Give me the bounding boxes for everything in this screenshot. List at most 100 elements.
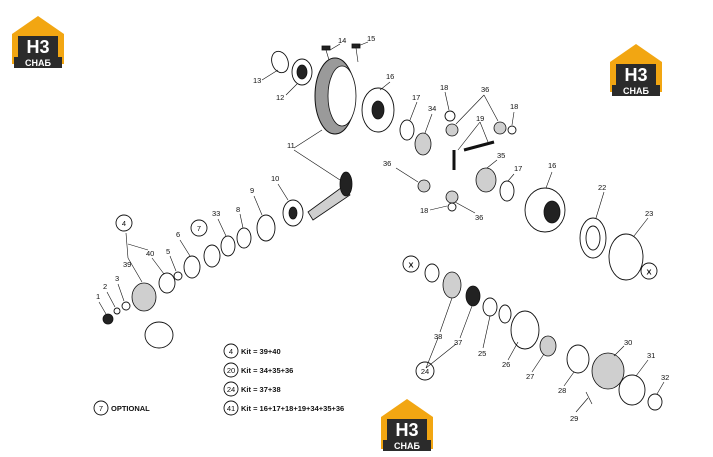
callout-32: 32 [661, 373, 669, 382]
callout-35: 35 [497, 151, 505, 160]
legend-kit-number: 4 [229, 347, 233, 356]
callout-16-lower: 16 [548, 161, 556, 170]
part-29-pin [585, 391, 593, 405]
part-36-pinion-a [445, 123, 459, 137]
part-5-seal [173, 271, 183, 281]
leader-lines [98, 41, 665, 413]
callout-18-c: 18 [420, 206, 428, 215]
logo-letter-panel [387, 419, 427, 441]
logo-subtitle: CHAБ [25, 58, 51, 68]
leader-2 [106, 291, 116, 308]
legend-kit-circle [223, 381, 239, 397]
callout-18-b: 18 [510, 102, 518, 111]
logo-subtitle: CHAБ [394, 441, 420, 451]
leader-40 [151, 257, 165, 275]
part-19-spider-shaft-b [463, 140, 495, 152]
leader-16-upper [379, 81, 391, 91]
leader-25 [482, 315, 491, 349]
logo-letters: H3 [624, 65, 647, 85]
callout-16-upper: 16 [386, 72, 394, 81]
logo-bottom-center: H3 CHAБ [381, 399, 433, 451]
part-36-pinion-d [445, 190, 459, 204]
leader-17-upper [409, 101, 418, 121]
part-18-washer-a [444, 110, 456, 122]
logo-top-right: H3 CHAБ [610, 44, 662, 96]
part-25-ring [482, 297, 498, 317]
callout-2: 2 [103, 282, 107, 291]
leader-16-lower [545, 171, 553, 189]
leader-3 [117, 283, 125, 302]
legend-optional-text: OPTIONAL [111, 404, 150, 413]
part-1-nut [102, 313, 114, 325]
callout-36-a: 36 [481, 85, 489, 94]
callout-circle-24 [415, 361, 435, 381]
part-16-carrier-upper [361, 87, 395, 133]
leader-18-a [444, 91, 450, 111]
part-10-bearing [282, 199, 304, 227]
leader-5 [169, 255, 177, 272]
callout-33: 33 [212, 209, 220, 218]
callout-14: 14 [338, 36, 346, 45]
leader-36-b [483, 94, 499, 122]
leader-23 [633, 217, 649, 237]
callout-11: 11 [287, 141, 295, 150]
callout-31: 31 [647, 351, 655, 360]
logo-letters: H3 [26, 37, 49, 57]
part-pinion-head [339, 171, 353, 197]
callout-3: 3 [115, 274, 119, 283]
part-16-carrier-upper-bore [371, 100, 385, 120]
part-32-ring [647, 393, 663, 411]
part-7-bearing [203, 244, 221, 268]
part-33-spacer [220, 235, 236, 257]
leader-9 [253, 195, 263, 216]
leader-18-c [429, 205, 448, 211]
callout-36-c: 36 [475, 213, 483, 222]
part-12-bearing-bore [296, 64, 308, 80]
callout-5: 5 [166, 247, 170, 256]
leader-11b [293, 149, 341, 181]
part-16-carrier-lower [524, 187, 566, 233]
logo-letter-panel [18, 36, 58, 58]
part-pinion-shaft [307, 184, 351, 221]
callout-labels: 1 2 3 5 6 8 9 10 11 12 13 14 15 16 16 17… [96, 34, 669, 423]
callout-circle-7 [190, 219, 208, 237]
logo-subtitle: CHAБ [623, 86, 649, 96]
part-12-bearing [291, 58, 313, 86]
leader-39 [127, 257, 143, 283]
part-16-carrier-lower-bore [543, 200, 561, 224]
part-ring-lower-b [498, 304, 512, 324]
part-14-bolt-head [321, 45, 331, 51]
leader-26 [507, 341, 519, 361]
legend-optional-circle [93, 400, 109, 416]
leader-6 [179, 239, 191, 257]
part-31-ring [618, 374, 646, 406]
leader-8 [239, 213, 244, 229]
leader-14 [329, 43, 341, 51]
leader-24a [425, 337, 439, 369]
leader-37 [459, 305, 473, 339]
callout-29: 29 [570, 414, 578, 423]
callout-13: 13 [253, 76, 261, 85]
part-15-bolt-head [351, 43, 361, 49]
callout-24: 24 [421, 367, 429, 376]
callout-8: 8 [236, 205, 240, 214]
leader-13 [261, 69, 279, 81]
part-28-bearing [566, 344, 590, 374]
part-36-pinion-b [493, 121, 507, 135]
legend-kit-text: Kit = 39+40 [241, 347, 281, 356]
callout-30: 30 [624, 338, 632, 347]
logo-subtitle-bar [14, 57, 62, 68]
callout-22: 22 [598, 183, 606, 192]
callout-25: 25 [478, 349, 486, 358]
part-34-side-gear [414, 132, 432, 156]
leader-1 [98, 301, 107, 315]
legend-kit-text: Kit = 34+35+36 [241, 366, 293, 375]
callout-9: 9 [250, 186, 254, 195]
callout-34: 34 [428, 104, 436, 113]
leader-29 [575, 397, 589, 413]
leader-4b [127, 243, 149, 251]
parts-drawings [102, 43, 663, 411]
callout-17-upper: 17 [412, 93, 420, 102]
leader-36-c [395, 167, 419, 183]
leader-36-d [454, 201, 476, 214]
